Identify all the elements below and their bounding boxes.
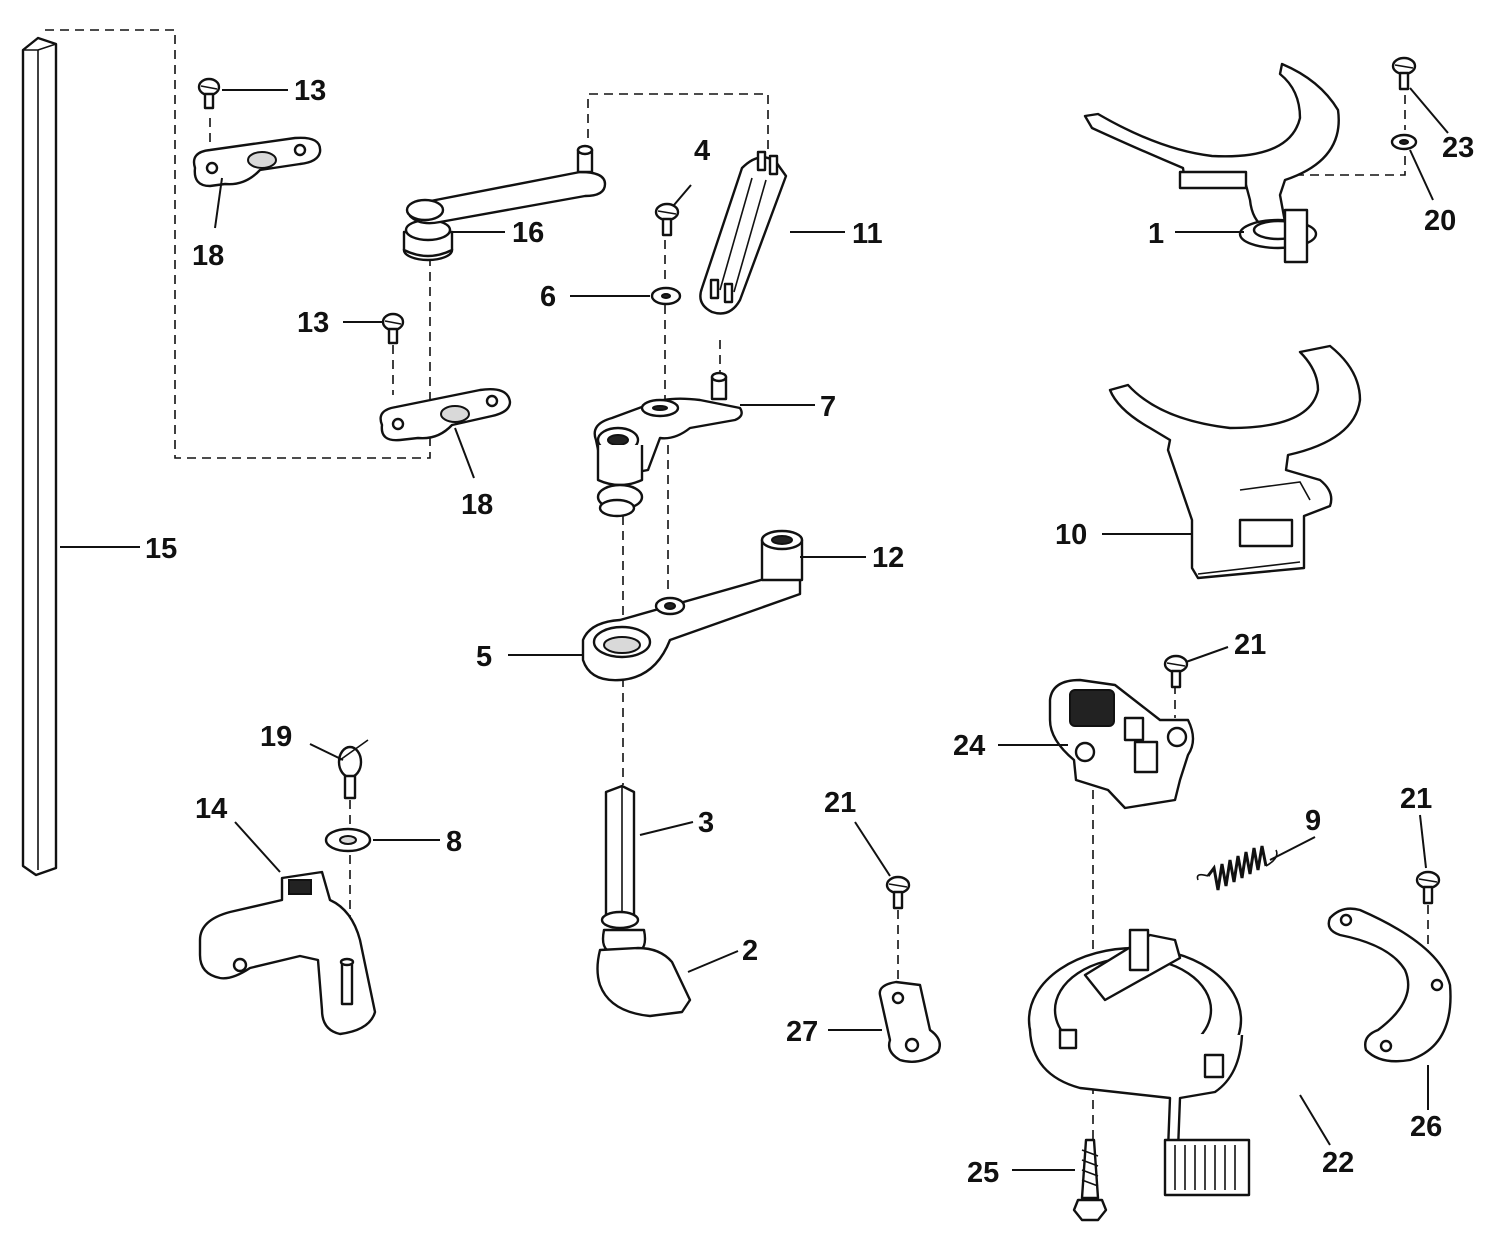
callout-18-upper: 18 — [192, 240, 224, 272]
callout-11: 11 — [852, 218, 883, 250]
callout-13-upper: 13 — [294, 75, 326, 107]
part-13-screw-lower — [381, 312, 405, 345]
part-6-washer — [650, 286, 682, 306]
callout-15: 15 — [145, 533, 177, 565]
callout-1: 1 — [1148, 218, 1164, 250]
part-10-housing — [1108, 344, 1362, 580]
callout-9: 9 — [1305, 805, 1321, 837]
callout-21-right: 21 — [1400, 783, 1432, 815]
callout-21-middle: 21 — [824, 787, 856, 819]
callout-labels: 1 2 3 4 5 6 7 8 9 10 11 12 13 13 14 15 1… — [145, 75, 1474, 1189]
part-27-clip — [878, 980, 941, 1063]
part-7-lever — [593, 371, 743, 518]
callout-24: 24 — [953, 730, 985, 762]
part-19-clip — [337, 739, 369, 800]
callout-22: 22 — [1322, 1147, 1354, 1179]
part-15-rod — [21, 36, 58, 877]
callout-8: 8 — [446, 826, 462, 858]
part-2-cam — [596, 910, 692, 1018]
callout-3: 3 — [698, 807, 714, 839]
assembly-lines — [45, 29, 1429, 1140]
part-23-screw — [1391, 56, 1417, 91]
part-18-bracket-upper — [192, 136, 322, 188]
part-26-arc-bracket — [1327, 907, 1452, 1063]
part-21-screw-upper — [1163, 654, 1189, 689]
leader-lines — [60, 87, 1449, 1171]
callout-19: 19 — [260, 721, 292, 753]
callout-6: 6 — [540, 281, 556, 313]
callout-21-upper: 21 — [1234, 629, 1266, 661]
part-21-screw-middle — [885, 875, 911, 910]
callout-12: 12 — [872, 542, 904, 574]
callout-26: 26 — [1410, 1111, 1442, 1143]
part-4-screw — [654, 202, 680, 237]
part-3-shaft — [604, 784, 636, 917]
part-1-timer-base — [1083, 62, 1340, 264]
part-22-armature-plate — [1027, 928, 1251, 1197]
callout-14: 14 — [195, 793, 227, 825]
part-25-screw — [1072, 1138, 1108, 1222]
callout-13-lower: 13 — [297, 307, 329, 339]
callout-16: 16 — [512, 217, 544, 249]
callout-27: 27 — [786, 1016, 818, 1048]
part-21-screw-right — [1415, 870, 1441, 905]
part-24-switch — [1048, 678, 1195, 810]
callout-23: 23 — [1442, 132, 1474, 164]
callout-5: 5 — [476, 641, 492, 673]
callout-18-lower: 18 — [461, 489, 493, 521]
callout-20: 20 — [1424, 205, 1456, 237]
part-20-washer — [1390, 133, 1418, 151]
callout-7: 7 — [820, 391, 836, 423]
callout-2: 2 — [742, 935, 758, 967]
part-9-spring — [1196, 845, 1278, 891]
callout-25: 25 — [967, 1157, 999, 1189]
callout-10: 10 — [1055, 519, 1087, 551]
part-14-lever-bracket — [198, 870, 377, 1036]
part-16-crank-arm — [402, 144, 607, 262]
part-13-screw-upper — [197, 77, 221, 110]
callout-4: 4 — [694, 135, 710, 167]
part-11-link-plate — [699, 150, 788, 315]
part-18-bracket-lower — [379, 388, 512, 442]
part-8-washer — [324, 827, 372, 853]
part-5-12-throttle-arm — [581, 529, 804, 682]
